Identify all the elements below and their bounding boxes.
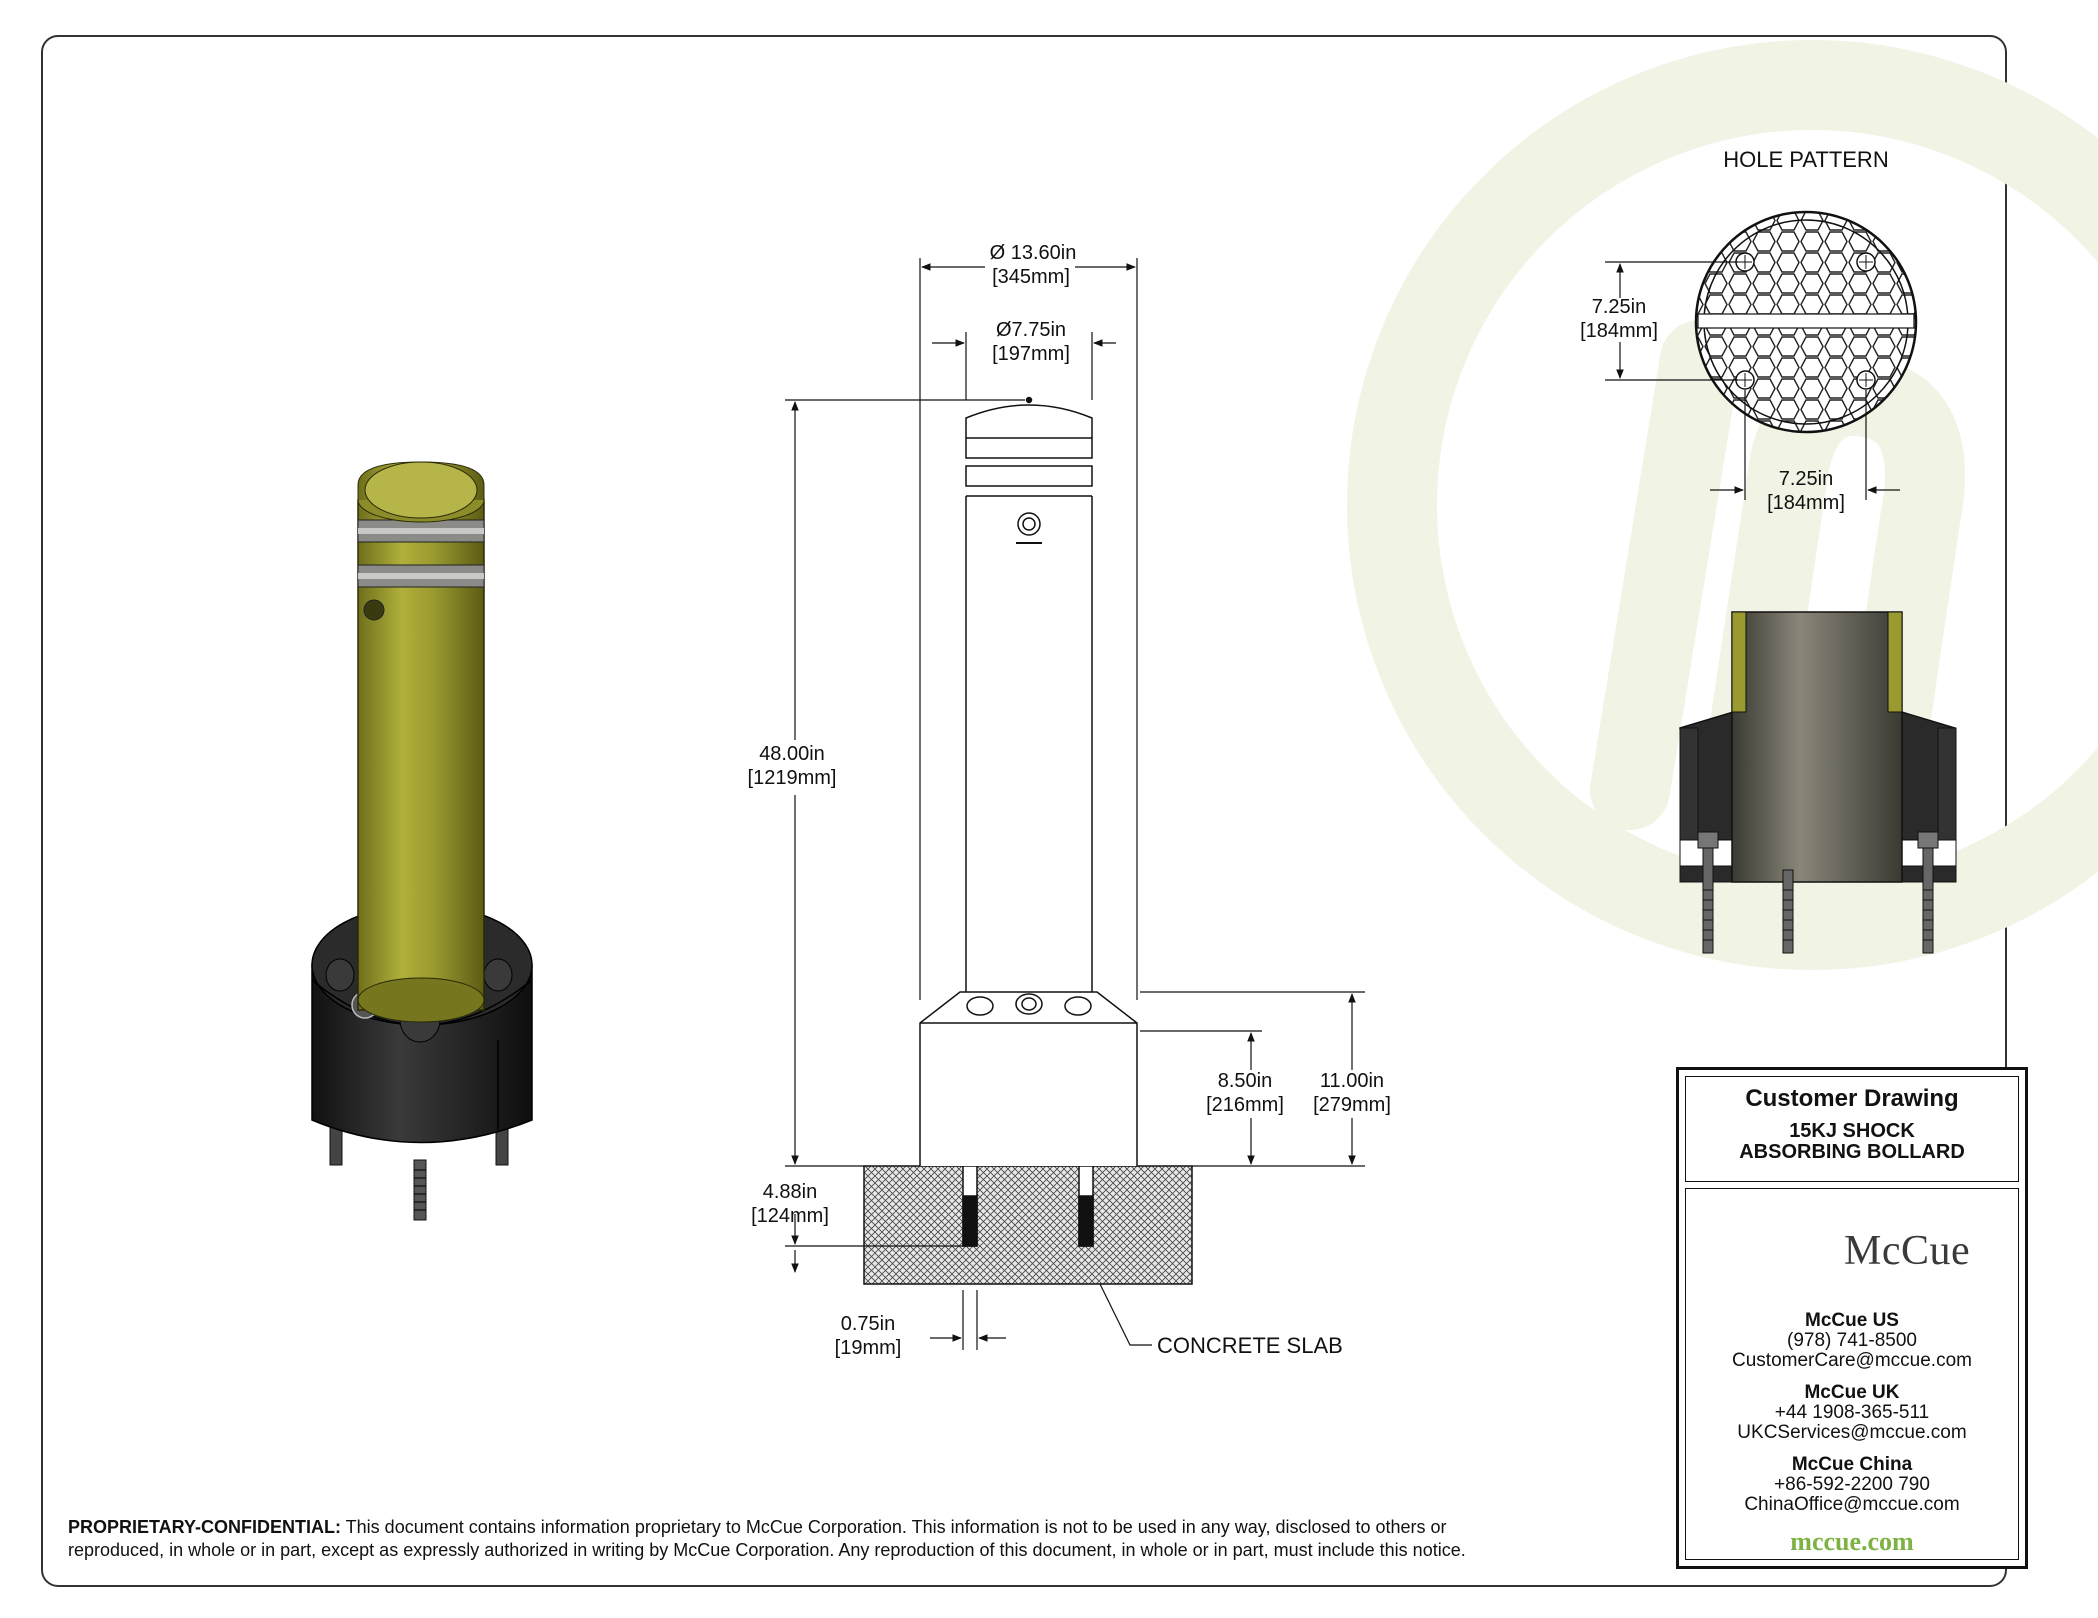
bollard-isometric-view bbox=[311, 461, 533, 1221]
office-email: CustomerCare@mccue.com bbox=[1732, 1350, 1972, 1371]
concrete-slab bbox=[863, 1165, 1193, 1285]
title-subtitle-1: 15KJ SHOCK bbox=[1789, 1120, 1915, 1142]
hole-pattern-title: HOLE PATTERN bbox=[1723, 147, 1888, 172]
confidential-notice: PROPRIETARY-CONFIDENTIAL: This document … bbox=[68, 1516, 1548, 1562]
title-block-header: Customer Drawing 15KJ SHOCK ABSORBING BO… bbox=[1685, 1076, 2019, 1182]
dim-bolt: 0.75in bbox=[841, 1313, 896, 1335]
bollard-front-view bbox=[863, 396, 1193, 1285]
dim-base-total-mm: [279mm] bbox=[1313, 1094, 1391, 1116]
notice-line-1: This document contains information propr… bbox=[341, 1517, 1447, 1537]
office-us: McCue US (978) 741-8500 CustomerCare@mcc… bbox=[1686, 1311, 2018, 1371]
dim-outer-diameter-mm: [345mm] bbox=[992, 266, 1070, 288]
title-block: Customer Drawing 15KJ SHOCK ABSORBING BO… bbox=[1676, 1067, 2028, 1569]
brand-area: McCue bbox=[1686, 1209, 2018, 1289]
notice-line-2: reproduced, in whole or in part, except … bbox=[68, 1540, 1466, 1560]
dim-inner-diameter-mm: [197mm] bbox=[992, 343, 1070, 365]
office-name: McCue UK bbox=[1804, 1382, 1900, 1403]
dim-embed-mm: [124mm] bbox=[751, 1205, 829, 1227]
dim-base: 8.50in bbox=[1218, 1070, 1273, 1092]
hole-dim-horizontal: 7.25in bbox=[1779, 468, 1834, 490]
office-phone: (978) 741-8500 bbox=[1787, 1330, 1917, 1351]
office-phone: +44 1908-365-511 bbox=[1774, 1402, 1930, 1423]
dim-embed: 4.88in bbox=[763, 1181, 818, 1203]
section-view bbox=[1679, 611, 1957, 954]
brand-name: McCue bbox=[1844, 1228, 1971, 1274]
dim-height: 48.00in bbox=[759, 743, 825, 765]
office-name: McCue US bbox=[1805, 1310, 1899, 1331]
title-heading: Customer Drawing bbox=[1745, 1085, 1959, 1112]
dim-inner-diameter: Ø7.75in bbox=[996, 319, 1066, 341]
hole-dim-vertical-mm: [184mm] bbox=[1580, 320, 1658, 342]
office-name: McCue China bbox=[1791, 1454, 1913, 1475]
dim-base-total: 11.00in bbox=[1320, 1070, 1384, 1092]
hole-dim-vertical: 7.25in bbox=[1592, 296, 1647, 318]
dim-height-mm: [1219mm] bbox=[748, 767, 837, 789]
office-email: UKCServices@mccue.com bbox=[1737, 1422, 1967, 1443]
dim-base-mm: [216mm] bbox=[1206, 1094, 1284, 1116]
title-block-contacts: McCue McCue US (978) 741-8500 CustomerCa… bbox=[1685, 1188, 2019, 1560]
dim-outer-diameter: Ø 13.60in bbox=[990, 242, 1077, 264]
dim-bolt-mm: [19mm] bbox=[835, 1337, 902, 1359]
sheet-border bbox=[41, 35, 2007, 1587]
hole-dim-horizontal-mm: [184mm] bbox=[1767, 492, 1845, 514]
office-china: McCue China +86-592-2200 790 ChinaOffice… bbox=[1686, 1455, 2018, 1515]
office-email: ChinaOffice@mccue.com bbox=[1744, 1494, 1960, 1515]
office-phone: +86-592-2200 790 bbox=[1774, 1474, 1930, 1495]
title-subtitle-2: ABSORBING BOLLARD bbox=[1739, 1141, 1965, 1163]
front-view-dimensions bbox=[785, 258, 1365, 1350]
website-link[interactable]: mccue.com bbox=[1790, 1527, 1914, 1556]
notice-label: PROPRIETARY-CONFIDENTIAL: bbox=[68, 1517, 341, 1537]
office-uk: McCue UK +44 1908-365-511 UKCServices@mc… bbox=[1686, 1383, 2018, 1443]
concrete-slab-label: CONCRETE SLAB bbox=[1157, 1333, 1343, 1358]
hole-pattern-plate bbox=[1694, 210, 1918, 434]
hole-pattern-dimensions bbox=[1605, 261, 1900, 500]
